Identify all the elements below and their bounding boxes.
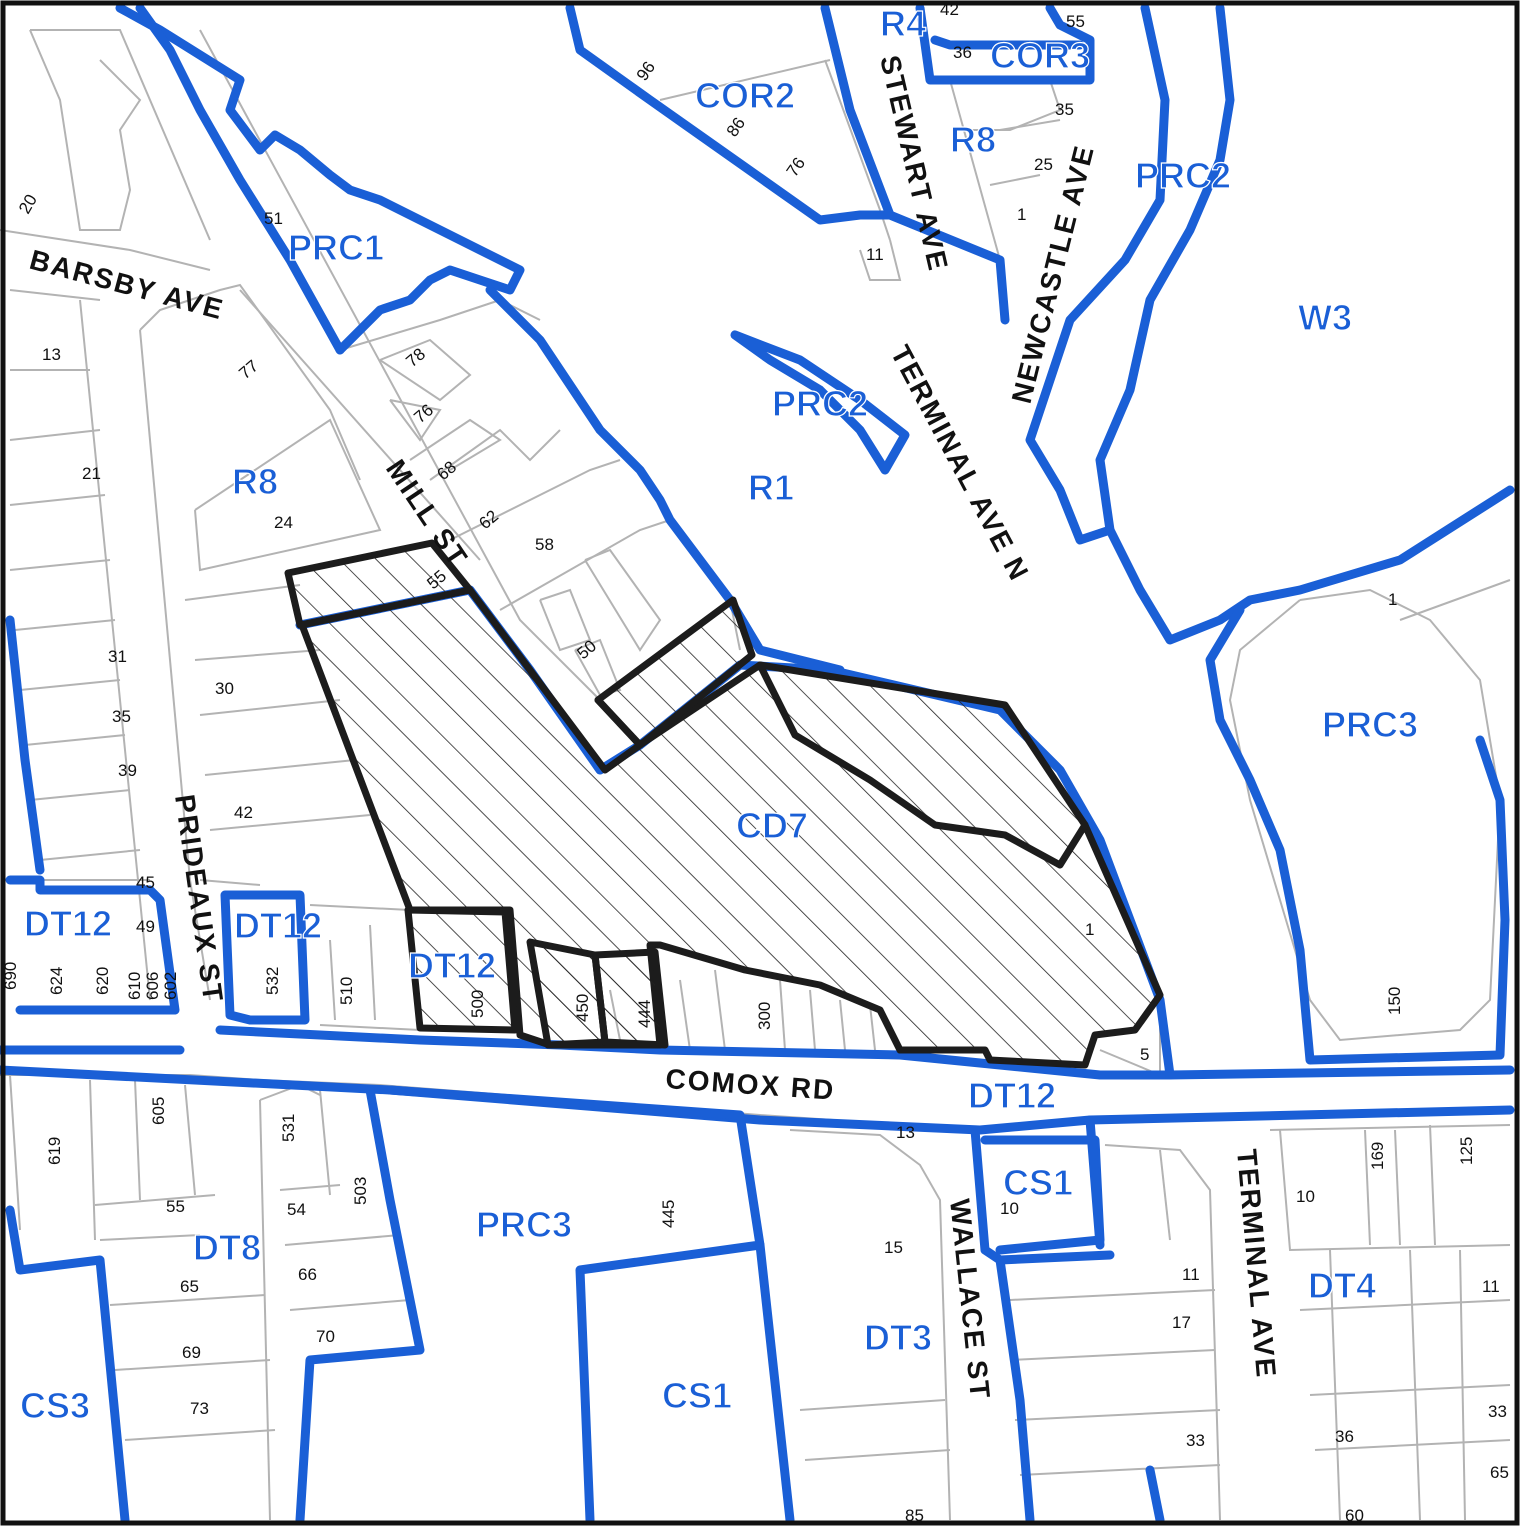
lot-number: 36 bbox=[953, 43, 972, 62]
zone-label-cor2[interactable]: COR2 bbox=[694, 74, 795, 116]
lot-number: 125 bbox=[1457, 1137, 1476, 1165]
lot-number: 17 bbox=[1172, 1313, 1191, 1332]
zone-label-prc2-east[interactable]: PRC2 bbox=[1134, 154, 1231, 196]
lot-number: 69 bbox=[182, 1343, 201, 1362]
zone-label-dt4[interactable]: DT4 bbox=[1307, 1264, 1376, 1306]
zone-label-cs1-south[interactable]: CS1 bbox=[661, 1374, 732, 1416]
lot-number: 690 bbox=[1, 962, 20, 990]
site-parcel-444-comox[interactable] bbox=[591, 948, 669, 1049]
lot-number: 500 bbox=[468, 990, 487, 1018]
lot-number: 15 bbox=[884, 1238, 903, 1257]
zone-label-cor3[interactable]: COR3 bbox=[989, 34, 1090, 76]
zone-label-dt12-comox[interactable]: DT12 bbox=[967, 1074, 1056, 1116]
lot-number: 1 bbox=[1017, 205, 1026, 224]
lot-number: 42 bbox=[234, 803, 253, 822]
zone-label-dt12-prideaux[interactable]: DT12 bbox=[233, 904, 322, 946]
zone-label-r8-north[interactable]: R8 bbox=[949, 118, 996, 160]
lot-number: 300 bbox=[755, 1002, 774, 1030]
lot-number: 31 bbox=[108, 647, 127, 666]
cd7-site[interactable] bbox=[284, 539, 1164, 1069]
lot-number: 24 bbox=[274, 513, 293, 532]
zone-label-dt12-site[interactable]: DT12 bbox=[407, 944, 496, 986]
lot-number: 85 bbox=[905, 1506, 924, 1525]
zone-label-cs1-north[interactable]: CS1 bbox=[1002, 1161, 1073, 1203]
zone-label-prc2-center[interactable]: PRC2 bbox=[771, 382, 868, 424]
lot-number: 532 bbox=[263, 967, 282, 995]
zone-boundaries bbox=[0, 3, 1515, 1525]
lot-number: 60 bbox=[1345, 1506, 1364, 1525]
parcel-lines bbox=[0, 29, 1511, 1521]
zone-label-prc3-south[interactable]: PRC3 bbox=[475, 1203, 572, 1245]
zone-label-r8-west[interactable]: R8 bbox=[231, 460, 278, 502]
zone-label-dt3[interactable]: DT3 bbox=[863, 1316, 932, 1358]
zone-label-w3[interactable]: W3 bbox=[1297, 296, 1352, 338]
zone-labels: R4 COR3 COR2 R8 PRC2 PRC1 W3 PRC2 R1 R8 … bbox=[19, 2, 1418, 1426]
lot-number: 25 bbox=[1034, 155, 1053, 174]
zone-label-r4[interactable]: R4 bbox=[879, 2, 926, 44]
lot-number: 70 bbox=[316, 1327, 335, 1346]
lot-number: 65 bbox=[1490, 1463, 1509, 1482]
lot-number: 11 bbox=[1182, 1265, 1200, 1284]
zone-label-r1[interactable]: R1 bbox=[747, 466, 794, 508]
lot-number: 65 bbox=[180, 1277, 199, 1296]
lot-number: 51 bbox=[264, 209, 283, 228]
lot-number: 510 bbox=[337, 977, 356, 1005]
lot-number: 620 bbox=[93, 967, 112, 995]
zone-label-dt12-west[interactable]: DT12 bbox=[23, 902, 112, 944]
lot-number: 66 bbox=[298, 1265, 317, 1284]
zone-label-cs3[interactable]: CS3 bbox=[19, 1384, 90, 1426]
lot-number: 49 bbox=[136, 917, 155, 936]
lot-number: 35 bbox=[112, 707, 131, 726]
site-parcel-500-comox[interactable] bbox=[404, 906, 519, 1034]
lot-number: 30 bbox=[215, 679, 234, 698]
lot-number: 42 bbox=[940, 0, 959, 19]
lot-number: 45 bbox=[136, 873, 155, 892]
lot-number: 13 bbox=[896, 1123, 915, 1142]
lot-number: 602 bbox=[161, 972, 180, 1000]
lot-number: 605 bbox=[149, 1097, 168, 1125]
lot-number: 445 bbox=[659, 1200, 678, 1228]
lot-number: 1 bbox=[1388, 590, 1397, 609]
lot-number: 610 bbox=[125, 972, 144, 1000]
lot-number: 503 bbox=[351, 1177, 370, 1205]
lot-number: 55 bbox=[166, 1197, 185, 1216]
lot-number: 55 bbox=[1066, 12, 1085, 31]
lot-number: 450 bbox=[573, 994, 592, 1022]
zone-label-dt8[interactable]: DT8 bbox=[192, 1226, 261, 1268]
lot-number: 1 bbox=[1085, 920, 1094, 939]
lot-number: 13 bbox=[42, 345, 61, 364]
lot-number: 54 bbox=[287, 1200, 306, 1219]
lot-number: 444 bbox=[635, 1000, 654, 1028]
lot-number: 10 bbox=[1296, 1187, 1315, 1206]
lot-number: 11 bbox=[1482, 1277, 1500, 1296]
zone-label-prc3-north[interactable]: PRC3 bbox=[1321, 703, 1418, 745]
lot-number: 5 bbox=[1140, 1045, 1149, 1064]
lot-number: 36 bbox=[1335, 1427, 1354, 1446]
lot-number: 624 bbox=[47, 967, 66, 995]
zone-label-prc1[interactable]: PRC1 bbox=[287, 226, 384, 268]
lot-number: 11 bbox=[866, 245, 884, 264]
lot-number: 73 bbox=[190, 1399, 209, 1418]
lot-number: 33 bbox=[1488, 1402, 1507, 1421]
lot-number: 35 bbox=[1055, 100, 1074, 119]
lot-number: 531 bbox=[279, 1114, 298, 1142]
lot-number: 58 bbox=[535, 535, 554, 554]
lot-number: 169 bbox=[1368, 1142, 1387, 1170]
zone-label-cd7[interactable]: CD7 bbox=[735, 804, 808, 846]
lot-number: 33 bbox=[1186, 1431, 1205, 1450]
lot-number: 606 bbox=[143, 972, 162, 1000]
lot-number: 150 bbox=[1385, 987, 1404, 1015]
lot-number: 619 bbox=[45, 1137, 64, 1165]
lot-number: 39 bbox=[118, 761, 137, 780]
lot-number: 21 bbox=[82, 464, 101, 483]
lot-number: 10 bbox=[1000, 1199, 1019, 1218]
